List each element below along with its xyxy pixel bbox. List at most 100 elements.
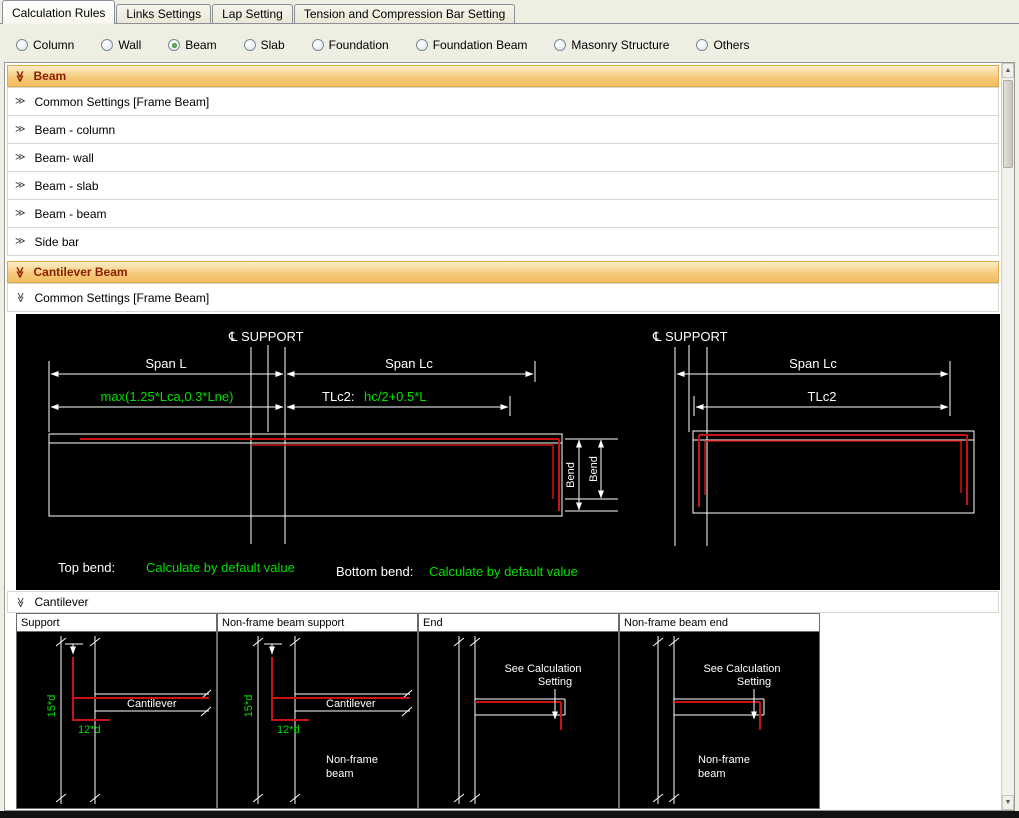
section-header-beam[interactable]: ≫ Beam: [7, 65, 999, 87]
radio-column[interactable]: Column: [16, 38, 74, 52]
collapse-chevron-icon: ≫: [13, 266, 26, 278]
tab-label: Tension and Compression Bar Setting: [304, 7, 505, 21]
tab-lap-setting[interactable]: Lap Setting: [212, 4, 293, 23]
member-label-line1: Non-frame: [326, 754, 378, 766]
row-label: Beam- wall: [34, 151, 93, 165]
detail-panel-drawing: 15*d 12*d Cantilever: [16, 632, 217, 809]
row-label: Side bar: [34, 235, 79, 249]
expand-chevron-icon: ≫: [15, 236, 25, 247]
expand-chevron-icon: ≫: [15, 124, 25, 135]
radio-foundation-beam[interactable]: Foundation Beam: [416, 38, 528, 52]
centerline-support-label: ℄ SUPPORT: [652, 329, 728, 344]
tab-bar: Calculation Rules Links Settings Lap Set…: [2, 0, 516, 24]
main-panel: ≫ Beam ≫ Common Settings [Frame Beam] ≫ …: [4, 62, 1015, 811]
detail-panels: Support: [16, 613, 1001, 809]
expand-chevron-icon: ≫: [15, 96, 25, 107]
radio-masonry-structure[interactable]: Masonry Structure: [554, 38, 669, 52]
expand-chevron-icon: ≫: [15, 208, 25, 219]
radio-beam[interactable]: Beam: [168, 38, 216, 52]
tlc2-formula-label: hc/2+0.5*L: [364, 389, 427, 404]
span-l-label: Span L: [145, 356, 186, 371]
tab-calculation-rules[interactable]: Calculation Rules: [2, 0, 115, 24]
scroll-down-icon: ▼: [1005, 799, 1012, 806]
member-label-line2: beam: [326, 768, 354, 780]
foot-length-label: 12*d: [277, 724, 300, 736]
detail-panel-non-frame-beam-support: Non-frame beam support: [217, 613, 418, 809]
row-label: Cantilever: [34, 595, 88, 609]
detail-panel-non-frame-beam-end: Non-frame beam end: [619, 613, 820, 809]
bottom-bend-value: Calculate by default value: [429, 564, 578, 579]
row-common-settings-cantilever[interactable]: ≫ Common Settings [Frame Beam]: [7, 283, 999, 312]
tab-links-settings[interactable]: Links Settings: [116, 4, 211, 23]
row-common-settings-frame-beam[interactable]: ≫ Common Settings [Frame Beam]: [7, 87, 999, 116]
expand-chevron-icon: ≫: [15, 152, 25, 163]
detail-panel-drawing: 15*d 12*d Cantilever Non-frame beam: [217, 632, 418, 809]
tab-label: Calculation Rules: [12, 6, 105, 20]
left-support-diagram: ℄ SUPPORT Span L Span Lc max(1.25*Lca,0.…: [49, 329, 618, 579]
row-beam-slab[interactable]: ≫ Beam - slab: [7, 171, 999, 200]
row-label: Common Settings [Frame Beam]: [34, 95, 209, 109]
detail-panel-title: Non-frame beam support: [217, 613, 418, 632]
scroll-up-button[interactable]: ▲: [1002, 63, 1014, 78]
row-cantilever[interactable]: ≫ Cantilever: [7, 591, 999, 613]
detail-panel-drawing: See Calculation Setting: [418, 632, 619, 809]
row-label: Common Settings [Frame Beam]: [34, 291, 209, 305]
cantilever-label: Cantilever: [127, 698, 177, 710]
detail-panel-title: Non-frame beam end: [619, 613, 820, 632]
collapse-chevron-icon: ≫: [15, 597, 26, 607]
main-diagram-svg: ℄ SUPPORT Span L Span Lc max(1.25*Lca,0.…: [16, 314, 1000, 590]
collapse-chevron-icon: ≫: [15, 292, 26, 302]
scrollbar-thumb[interactable]: [1003, 80, 1013, 168]
radio-others[interactable]: Others: [696, 38, 749, 52]
radio-wall[interactable]: Wall: [101, 38, 141, 52]
bottom-strip: [0, 811, 1019, 818]
detail-panel-support: Support: [16, 613, 217, 809]
category-radio-group: Column Wall Beam Slab Foundation Foundat…: [16, 38, 776, 52]
row-beam-beam[interactable]: ≫ Beam - beam: [7, 199, 999, 228]
vertical-scrollbar[interactable]: ▲ ▼: [1001, 63, 1014, 810]
row-side-bar[interactable]: ≫ Side bar: [7, 227, 999, 256]
see-calculation-note-line2: Setting: [737, 676, 771, 688]
member-label-line2: beam: [698, 768, 726, 780]
detail-panel-drawing: See Calculation Setting Non-frame beam: [619, 632, 820, 809]
radio-circle: [244, 39, 256, 51]
cantilever-common-settings-diagram: ℄ SUPPORT Span L Span Lc max(1.25*Lca,0.…: [16, 314, 1000, 590]
top-bend-value: Calculate by default value: [146, 560, 295, 575]
scroll-up-icon: ▲: [1005, 67, 1012, 74]
section-header-cantilever-beam[interactable]: ≫ Cantilever Beam: [7, 261, 999, 283]
scroll-down-button[interactable]: ▼: [1002, 795, 1014, 810]
radio-label: Foundation Beam: [433, 38, 528, 52]
cantilever-label: Cantilever: [326, 698, 376, 710]
bend-dim-label: Bend: [565, 462, 577, 488]
tlc2-label: TLc2:: [322, 389, 355, 404]
row-label: Beam - column: [34, 123, 115, 137]
see-calculation-note-line2: Setting: [538, 676, 572, 688]
tlc2-label: TLc2: [808, 389, 837, 404]
radio-circle-checked: [168, 39, 180, 51]
radio-foundation[interactable]: Foundation: [312, 38, 389, 52]
radio-slab[interactable]: Slab: [244, 38, 285, 52]
top-bend-label: Top bend:: [58, 560, 115, 575]
hook-length-label: 15*d: [46, 695, 58, 718]
tab-tension-compression-bar-setting[interactable]: Tension and Compression Bar Setting: [294, 4, 515, 23]
radio-circle: [416, 39, 428, 51]
hook-length-label: 15*d: [243, 695, 255, 718]
expand-chevron-icon: ≫: [15, 180, 25, 191]
tab-label: Links Settings: [126, 7, 201, 21]
row-label: Beam - beam: [34, 207, 106, 221]
radio-label: Beam: [185, 38, 216, 52]
radio-circle: [312, 39, 324, 51]
radio-circle: [101, 39, 113, 51]
bend-dim-label: Bend: [588, 456, 600, 482]
radio-label: Slab: [261, 38, 285, 52]
row-beam-column[interactable]: ≫ Beam - column: [7, 115, 999, 144]
span-lc-label: Span Lc: [385, 356, 433, 371]
radio-label: Others: [713, 38, 749, 52]
section-title: Cantilever Beam: [34, 265, 128, 279]
span-lc-label: Span Lc: [789, 356, 837, 371]
row-beam-wall[interactable]: ≫ Beam- wall: [7, 143, 999, 172]
bottom-bend-label: Bottom bend:: [336, 564, 413, 579]
foot-length-label: 12*d: [78, 724, 101, 736]
radio-circle: [554, 39, 566, 51]
row-label: Beam - slab: [34, 179, 98, 193]
